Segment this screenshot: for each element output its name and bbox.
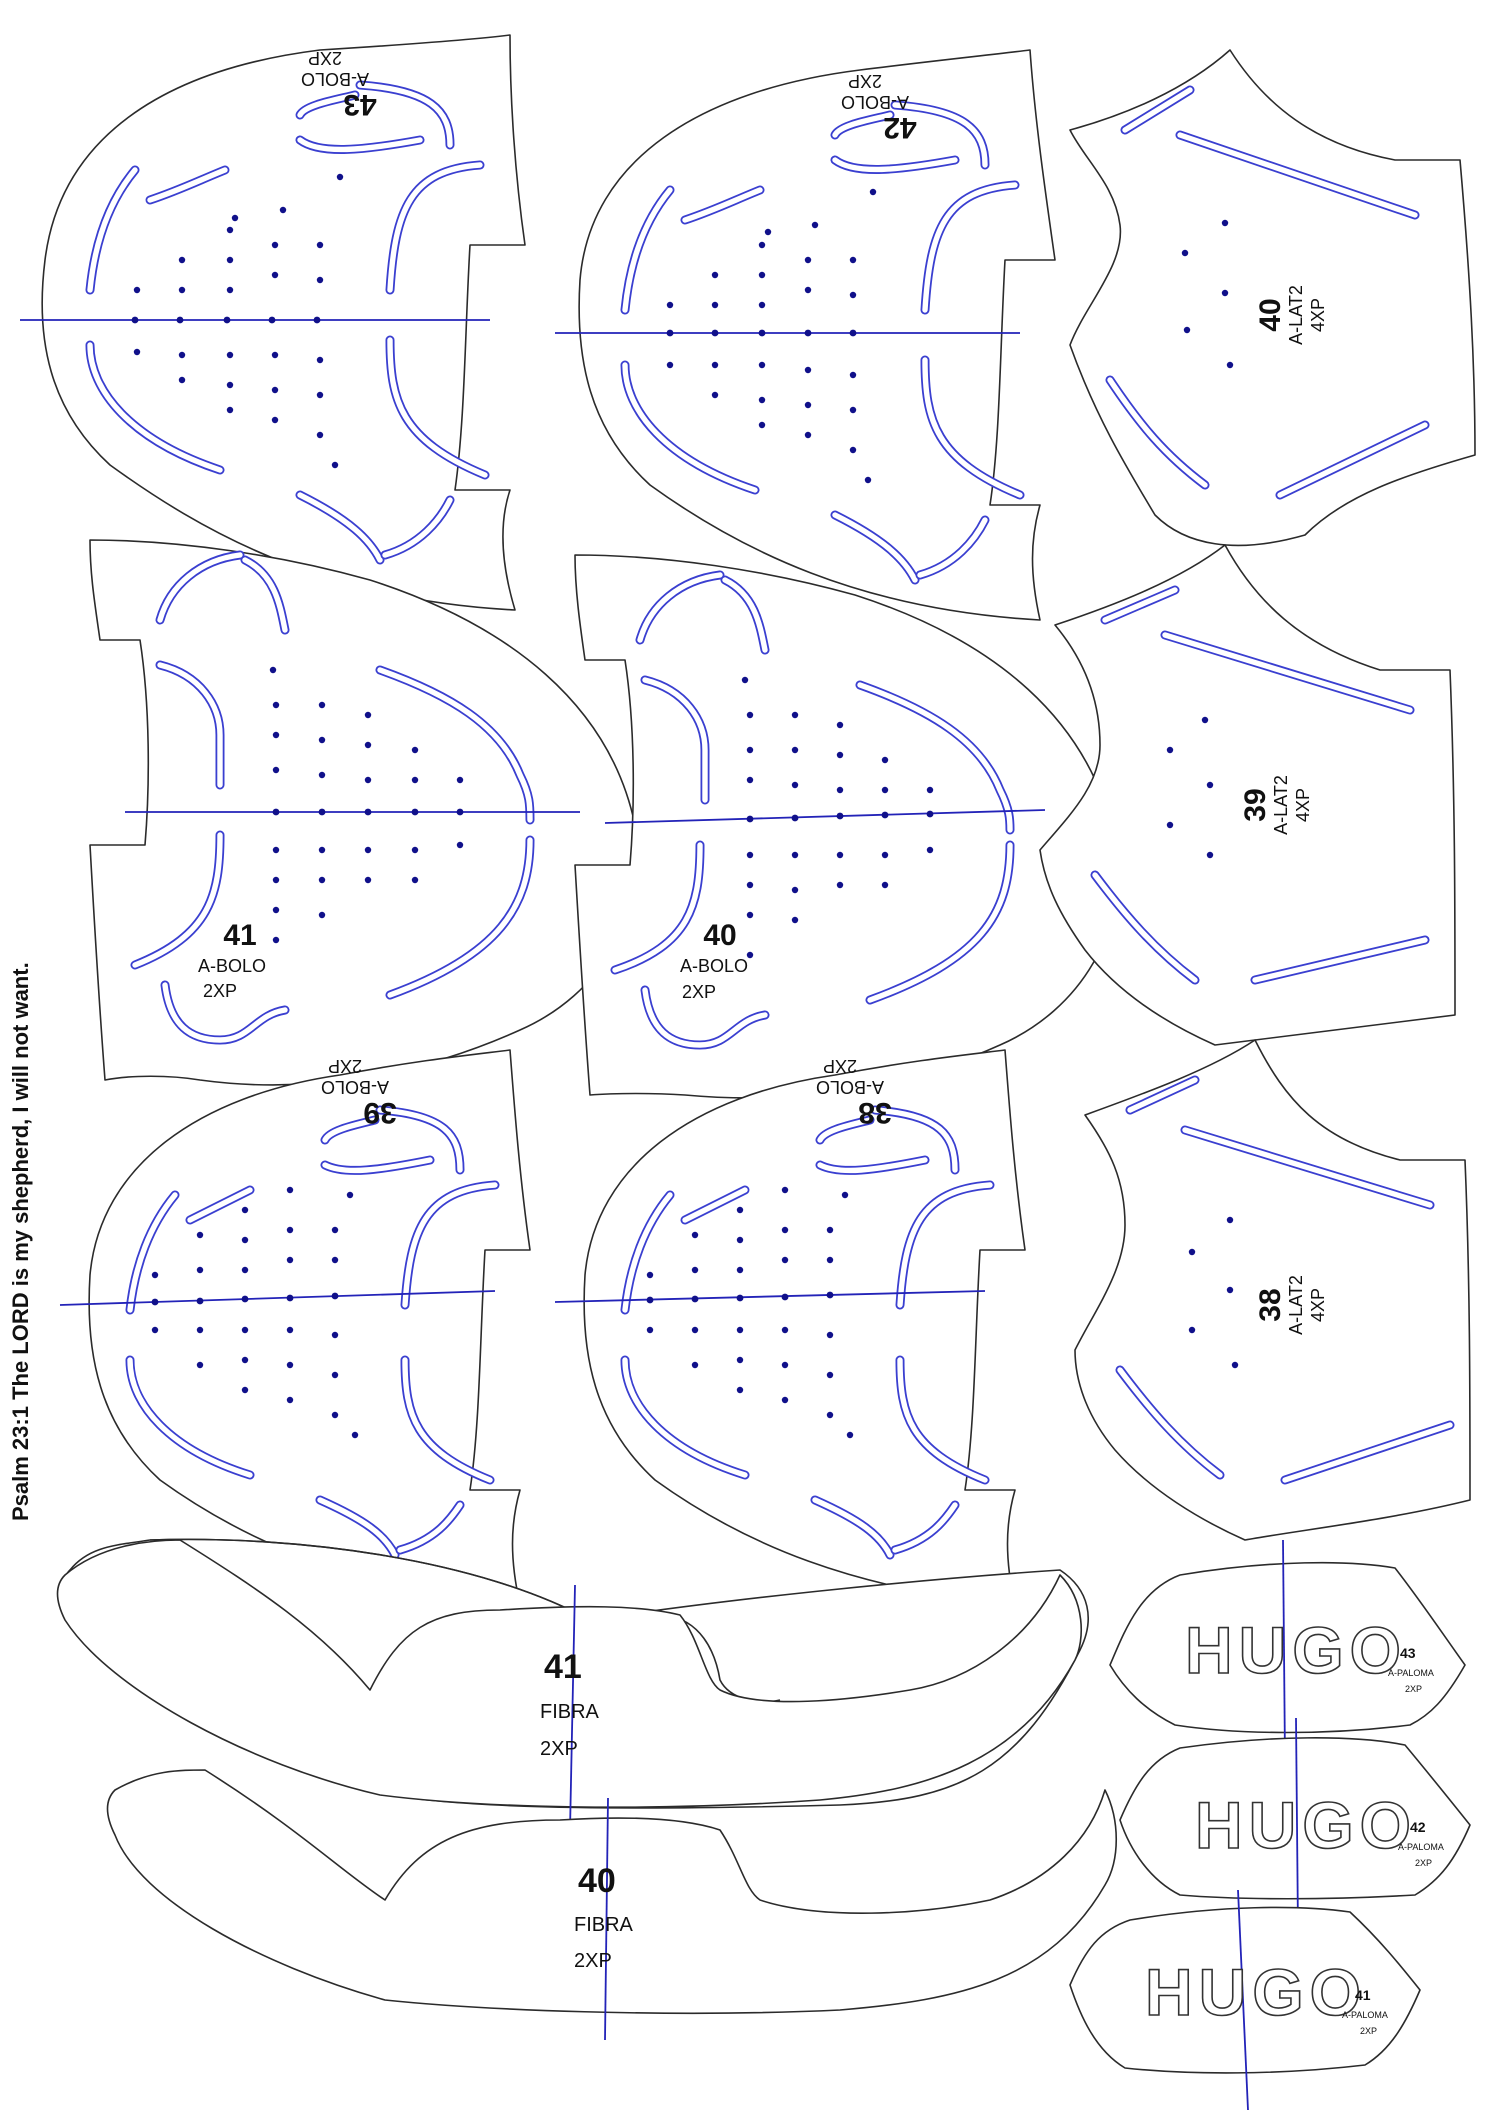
psalm-verse: Psalm 23:1 The LORD is my shepherd, I wi… bbox=[8, 962, 33, 1521]
bolo-40-number: 40 bbox=[703, 919, 736, 952]
paloma-41-logo: HUGO bbox=[1145, 1955, 1367, 2029]
bolo-43-name: A-BOLO bbox=[301, 69, 369, 89]
paloma-42-name: A-PALOMA bbox=[1398, 1842, 1444, 1852]
bolo-39-name: A-BOLO bbox=[321, 1077, 389, 1097]
lat2-40-name: A-LAT2 bbox=[1286, 285, 1306, 345]
fibra-40-number: 40 bbox=[578, 1862, 616, 1900]
piece-bolo-42: 42 A-BOLO 2XP bbox=[555, 49, 1056, 621]
paloma-41-qty: 2XP bbox=[1360, 2026, 1377, 2036]
paloma-42-logo: HUGO bbox=[1195, 1788, 1417, 1862]
fibra-41-name: FIBRA bbox=[540, 1701, 600, 1723]
paloma-41-number: 41 bbox=[1355, 1987, 1371, 2003]
lat2-40-qty: 4XP bbox=[1308, 298, 1328, 332]
bolo-38-number: 38 bbox=[858, 1096, 891, 1129]
paloma-42-number: 42 bbox=[1410, 1819, 1426, 1835]
piece-bolo-41: 41 A-BOLO 2XP bbox=[89, 539, 639, 1086]
lat2-39-qty: 4XP bbox=[1293, 788, 1313, 822]
lat2-39-name: A-LAT2 bbox=[1271, 775, 1291, 835]
fibra-40-name: FIBRA bbox=[574, 1914, 634, 1936]
bolo-41-qty: 2XP bbox=[203, 981, 237, 1001]
lat2-40-number: 40 bbox=[1254, 298, 1287, 331]
bolo-43-qty: 2XP bbox=[308, 48, 342, 68]
bolo-39-number: 39 bbox=[363, 1096, 396, 1129]
piece-bolo-43: 43 A-BOLO 2XP bbox=[20, 34, 526, 611]
piece-fibra-41-body: 41 FIBRA 2XP bbox=[56, 1539, 1083, 1831]
piece-lat2-40: 40 A-LAT2 4XP bbox=[1069, 49, 1476, 547]
lat2-39-number: 39 bbox=[1239, 788, 1272, 821]
lat2-38-number: 38 bbox=[1254, 1288, 1287, 1321]
paloma-42-qty: 2XP bbox=[1415, 1858, 1432, 1868]
piece-bolo-38: 38 A-BOLO 2XP bbox=[554, 1049, 1026, 1606]
bolo-41-name: A-BOLO bbox=[198, 956, 266, 976]
fibra-41-number: 41 bbox=[544, 1648, 582, 1686]
bolo-42-name: A-BOLO bbox=[841, 92, 909, 112]
piece-lat2-38: 38 A-LAT2 4XP bbox=[1074, 1039, 1471, 1541]
bolo-38-qty: 2XP bbox=[823, 1056, 857, 1076]
bolo-41-number: 41 bbox=[223, 919, 256, 952]
piece-bolo-39: 39 A-BOLO 2XP bbox=[59, 1049, 531, 1606]
piece-lat2-39: 39 A-LAT2 4XP bbox=[1039, 544, 1456, 1046]
paloma-43-name: A-PALOMA bbox=[1388, 1668, 1434, 1678]
fibra-41-qty: 2XP bbox=[540, 1738, 578, 1760]
bolo-40-qty: 2XP bbox=[682, 982, 716, 1002]
lat2-38-qty: 4XP bbox=[1308, 1288, 1328, 1322]
bolo-40-name: A-BOLO bbox=[680, 956, 748, 976]
lat2-38-name: A-LAT2 bbox=[1286, 1275, 1306, 1335]
bolo-42-number: 42 bbox=[883, 111, 916, 144]
paloma-43-number: 43 bbox=[1400, 1645, 1416, 1661]
piece-paloma-42: HUGO 42 A-PALOMA 2XP bbox=[1119, 1717, 1471, 1931]
piece-paloma-43: HUGO 43 A-PALOMA 2XP bbox=[1109, 1539, 1466, 1761]
fibra-40-qty: 2XP bbox=[574, 1950, 612, 1972]
paloma-43-qty: 2XP bbox=[1405, 1684, 1422, 1694]
piece-bolo-40: 40 A-BOLO 2XP bbox=[574, 554, 1119, 1099]
bolo-42-qty: 2XP bbox=[848, 71, 882, 91]
bolo-39-qty: 2XP bbox=[328, 1056, 362, 1076]
paloma-41-name: A-PALOMA bbox=[1342, 2010, 1388, 2020]
bolo-38-name: A-BOLO bbox=[816, 1077, 884, 1097]
bolo-43-number: 43 bbox=[343, 88, 376, 121]
piece-paloma-41: HUGO 41 A-PALOMA 2XP bbox=[1069, 1889, 1421, 2111]
piece-fibra-40: 40 FIBRA 2XP bbox=[106, 1769, 1117, 2041]
paloma-43-logo: HUGO bbox=[1185, 1613, 1407, 1687]
